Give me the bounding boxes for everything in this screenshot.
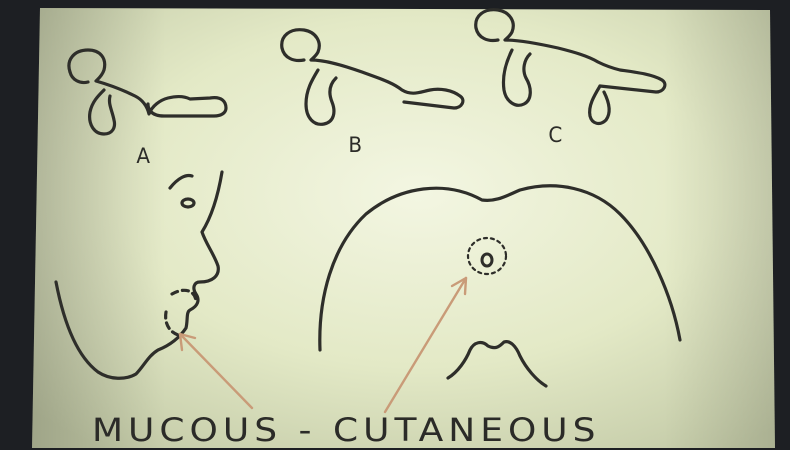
figure-label-b: B [348,133,362,157]
caption-text: MUCOUS - CUTANEOUS [92,412,600,449]
figure-label-a: A [136,144,150,168]
figure-label-c: C [548,123,562,147]
